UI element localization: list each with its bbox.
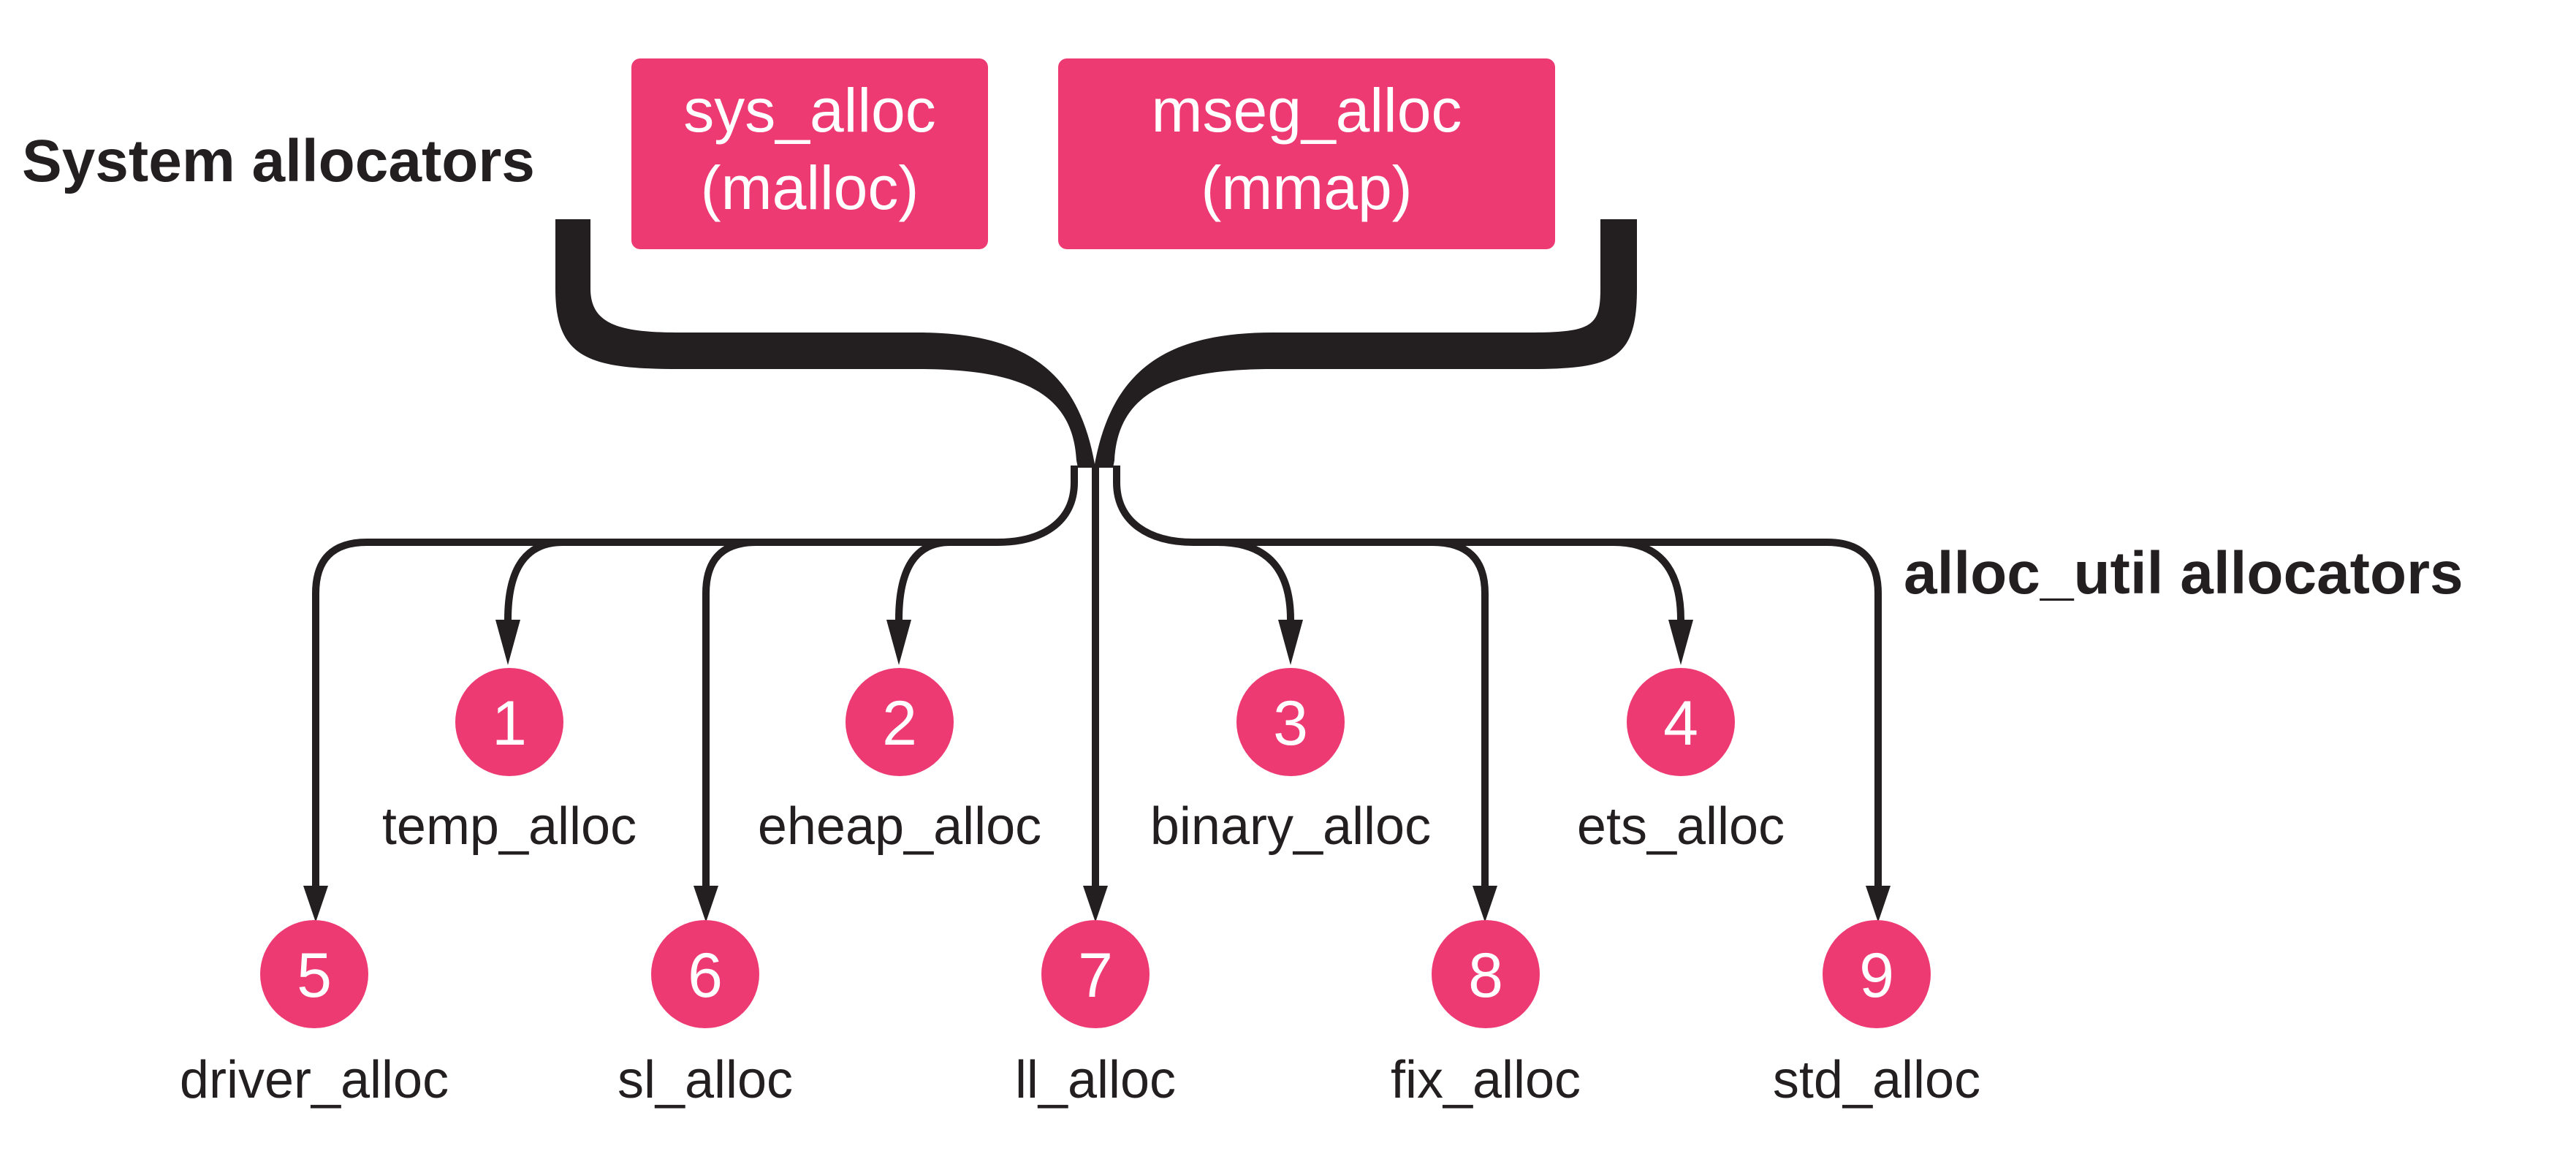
allocator-label: temp_alloc bbox=[382, 797, 637, 856]
mseg-alloc-name: mseg_alloc bbox=[1152, 76, 1462, 145]
arrowhead-2 bbox=[886, 620, 911, 665]
mseg-alloc-box bbox=[1058, 58, 1555, 249]
allocator-number: 8 bbox=[1468, 941, 1503, 1011]
allocator-node-2: 2 eheap_alloc bbox=[758, 668, 1041, 856]
allocator-branches bbox=[312, 466, 1882, 889]
allocator-node-1: 1 temp_alloc bbox=[382, 668, 637, 856]
allocator-number-badge bbox=[1627, 668, 1735, 776]
allocator-number: 7 bbox=[1078, 941, 1113, 1011]
allocator-label: fix_alloc bbox=[1391, 1051, 1581, 1109]
allocator-node-6: 6 sl_alloc bbox=[618, 920, 793, 1109]
allocator-number: 3 bbox=[1273, 688, 1308, 759]
branch-6 bbox=[702, 539, 757, 889]
alloc-util-allocators-heading: alloc_util allocators bbox=[1904, 540, 2463, 607]
allocator-label: sl_alloc bbox=[618, 1051, 793, 1109]
allocator-number-badge bbox=[1236, 668, 1345, 776]
branch-8 bbox=[1432, 539, 1489, 889]
allocator-label: ll_alloc bbox=[1015, 1051, 1176, 1109]
arrowhead-7 bbox=[1083, 886, 1108, 922]
allocator-node-4: 4 ets_alloc bbox=[1577, 668, 1785, 856]
allocator-node-7: 7 ll_alloc bbox=[1015, 920, 1176, 1109]
system-allocator-mseg-alloc: mseg_alloc (mmap) bbox=[1058, 58, 1555, 249]
system-allocator-sys-alloc: sys_alloc (malloc) bbox=[631, 58, 988, 249]
sys-alloc-function: (malloc) bbox=[701, 153, 919, 222]
arrowhead-4 bbox=[1668, 620, 1693, 665]
allocator-label: eheap_alloc bbox=[758, 797, 1041, 856]
branch-5 bbox=[312, 466, 1078, 889]
allocator-number: 4 bbox=[1663, 688, 1698, 759]
arrowhead-1 bbox=[495, 620, 520, 665]
allocator-label: binary_alloc bbox=[1150, 797, 1431, 856]
allocator-number-badge bbox=[1432, 920, 1540, 1028]
allocator-number-badge bbox=[455, 668, 563, 776]
allocator-label: ets_alloc bbox=[1577, 797, 1785, 856]
system-allocators-brace bbox=[555, 219, 1637, 468]
arrowhead-8 bbox=[1473, 886, 1497, 922]
allocator-number: 9 bbox=[1859, 941, 1894, 1011]
sys-alloc-box bbox=[631, 58, 988, 249]
arrowheads bbox=[303, 620, 1891, 922]
allocator-number-badge bbox=[846, 668, 954, 776]
allocator-label: driver_alloc bbox=[180, 1051, 449, 1109]
allocator-number-badge bbox=[1041, 920, 1150, 1028]
allocator-node-5: 5 driver_alloc bbox=[180, 920, 449, 1109]
branch-9 bbox=[1113, 466, 1882, 889]
branch-2 bbox=[895, 539, 951, 620]
arrowhead-6 bbox=[694, 886, 718, 922]
allocator-number-badge bbox=[651, 920, 759, 1028]
allocator-number-badge bbox=[260, 920, 368, 1028]
mseg-alloc-function: (mmap) bbox=[1201, 153, 1412, 222]
system-allocators-heading: System allocators bbox=[22, 128, 535, 194]
allocator-number: 6 bbox=[688, 941, 723, 1011]
arrowhead-3 bbox=[1278, 620, 1303, 665]
branch-3 bbox=[1217, 539, 1294, 620]
allocator-number: 1 bbox=[492, 688, 527, 759]
arrowhead-9 bbox=[1866, 886, 1891, 922]
allocator-node-8: 8 fix_alloc bbox=[1391, 920, 1581, 1109]
allocator-number: 2 bbox=[882, 688, 917, 759]
allocator-number-badge bbox=[1823, 920, 1931, 1028]
sys-alloc-name: sys_alloc bbox=[683, 76, 935, 145]
allocator-label: std_alloc bbox=[1773, 1051, 1980, 1109]
branch-1 bbox=[504, 539, 563, 620]
branch-4 bbox=[1613, 539, 1684, 620]
arrowhead-5 bbox=[303, 886, 328, 922]
allocator-node-9: 9 std_alloc bbox=[1773, 920, 1980, 1109]
allocator-node-3: 3 binary_alloc bbox=[1150, 668, 1431, 856]
allocator-number: 5 bbox=[297, 941, 332, 1011]
